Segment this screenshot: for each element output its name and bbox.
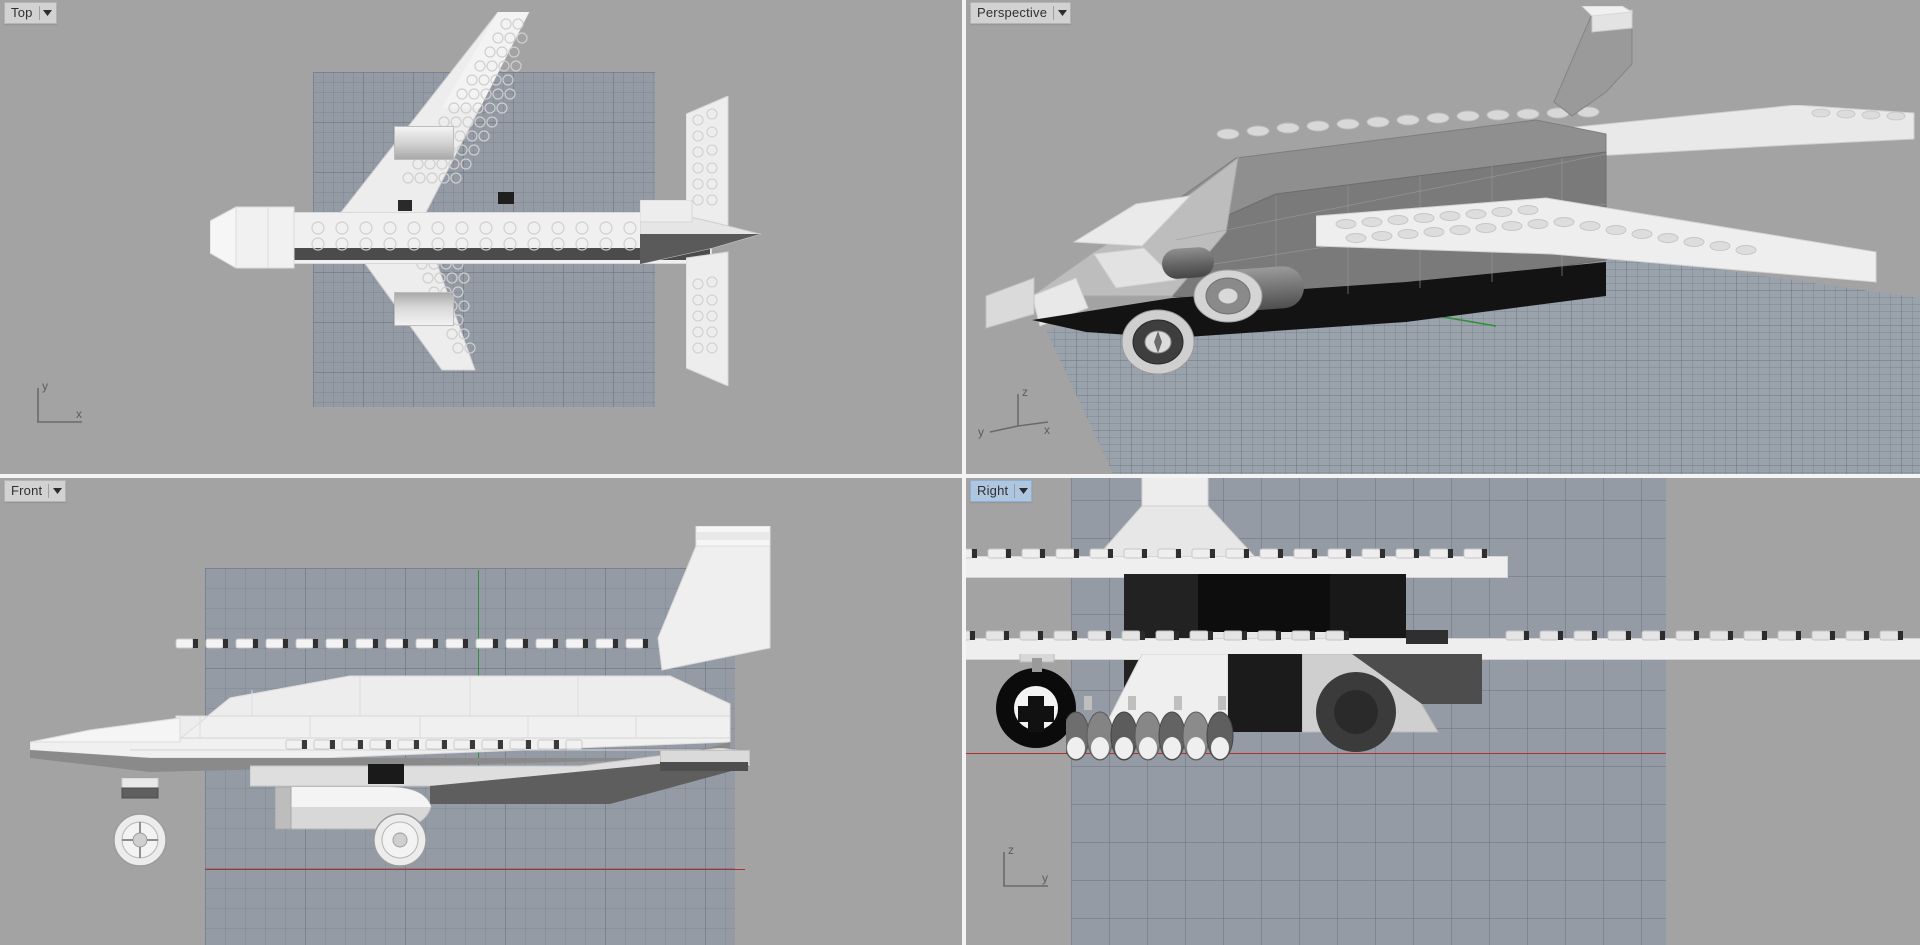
- axis-gizmo-right: z y: [992, 844, 1056, 896]
- viewport-right[interactable]: Right z y: [966, 478, 1920, 945]
- engine-pod-left: [996, 654, 1076, 748]
- axis-line-red-front: [205, 869, 745, 870]
- axis-label-z: z: [1008, 844, 1014, 857]
- engine-nacelle-right: [394, 292, 454, 326]
- chevron-down-icon[interactable]: [1015, 481, 1031, 501]
- viewport-title-top[interactable]: Top: [4, 2, 57, 24]
- tail-cone: [640, 200, 762, 265]
- fuselage-body: [30, 675, 731, 772]
- axis-label-y: y: [1042, 871, 1048, 885]
- viewport-perspective[interactable]: Perspective z y x: [966, 0, 1920, 474]
- horizontal-stabilizers: [686, 96, 729, 386]
- axis-line-green-front: [478, 570, 479, 770]
- fuselage-top-studs: [175, 638, 648, 649]
- divider-line: [38, 6, 40, 20]
- wheel-main-near: [1193, 269, 1263, 323]
- axis-label-y: y: [42, 380, 48, 393]
- viewport-top[interactable]: Top y x: [0, 0, 962, 474]
- wheel-nose-gear: [113, 778, 167, 867]
- wing-top-studs: [285, 739, 583, 750]
- viewport-label-top: Top: [11, 5, 33, 20]
- horizontal-stabilizer-studs: [966, 548, 1487, 559]
- wing-left-studs: [402, 18, 528, 184]
- engine-pod-right: [1316, 672, 1396, 752]
- viewport-label-right: Right: [977, 483, 1009, 498]
- vertical-tail-fin: [657, 526, 771, 671]
- wheel-nose-gear: [1121, 309, 1195, 375]
- vertical-tail-fin: [1553, 6, 1634, 117]
- main-wing-studs: [966, 630, 1903, 641]
- viewport-front[interactable]: Front z x: [0, 478, 962, 945]
- viewport-divider-horizontal[interactable]: [0, 474, 1920, 478]
- tail-detail-dark: [398, 200, 412, 211]
- fuselage-studs: [311, 221, 685, 251]
- fuselage-underside-shadow: [290, 248, 710, 260]
- viewport-title-perspective[interactable]: Perspective: [970, 2, 1072, 24]
- chevron-down-icon[interactable]: [1054, 3, 1070, 23]
- divider-line: [1014, 484, 1016, 498]
- divider-line: [1053, 6, 1055, 20]
- viewport-title-front[interactable]: Front: [4, 480, 67, 502]
- viewport-title-right[interactable]: Right: [970, 480, 1033, 502]
- tail-rear-block-dark: [660, 762, 748, 771]
- engine-pylon: [368, 764, 404, 784]
- fuselage-top-studs: [1216, 106, 1600, 140]
- viewport-divider-vertical[interactable]: [962, 0, 966, 945]
- divider-line: [48, 484, 50, 498]
- chevron-down-icon[interactable]: [40, 3, 56, 23]
- engine-nacelle-left: [394, 126, 454, 160]
- axis-gizmo-top: y x: [26, 380, 90, 432]
- viewport-label-perspective: Perspective: [977, 5, 1048, 20]
- wing-near: [1316, 197, 1877, 283]
- main-bogie-wheels: [1066, 696, 1234, 761]
- chevron-down-icon[interactable]: [49, 481, 65, 501]
- axis-line-red-right: [966, 753, 1666, 754]
- viewport-label-front: Front: [11, 483, 43, 498]
- wingtip-block-dark: [1406, 630, 1448, 644]
- nose-cone: [210, 206, 295, 269]
- tail-fairing: [1096, 478, 1256, 559]
- axis-label-x: x: [76, 407, 82, 421]
- wing-root-detail-dark: [498, 192, 514, 204]
- wheel-main-gear: [373, 813, 427, 867]
